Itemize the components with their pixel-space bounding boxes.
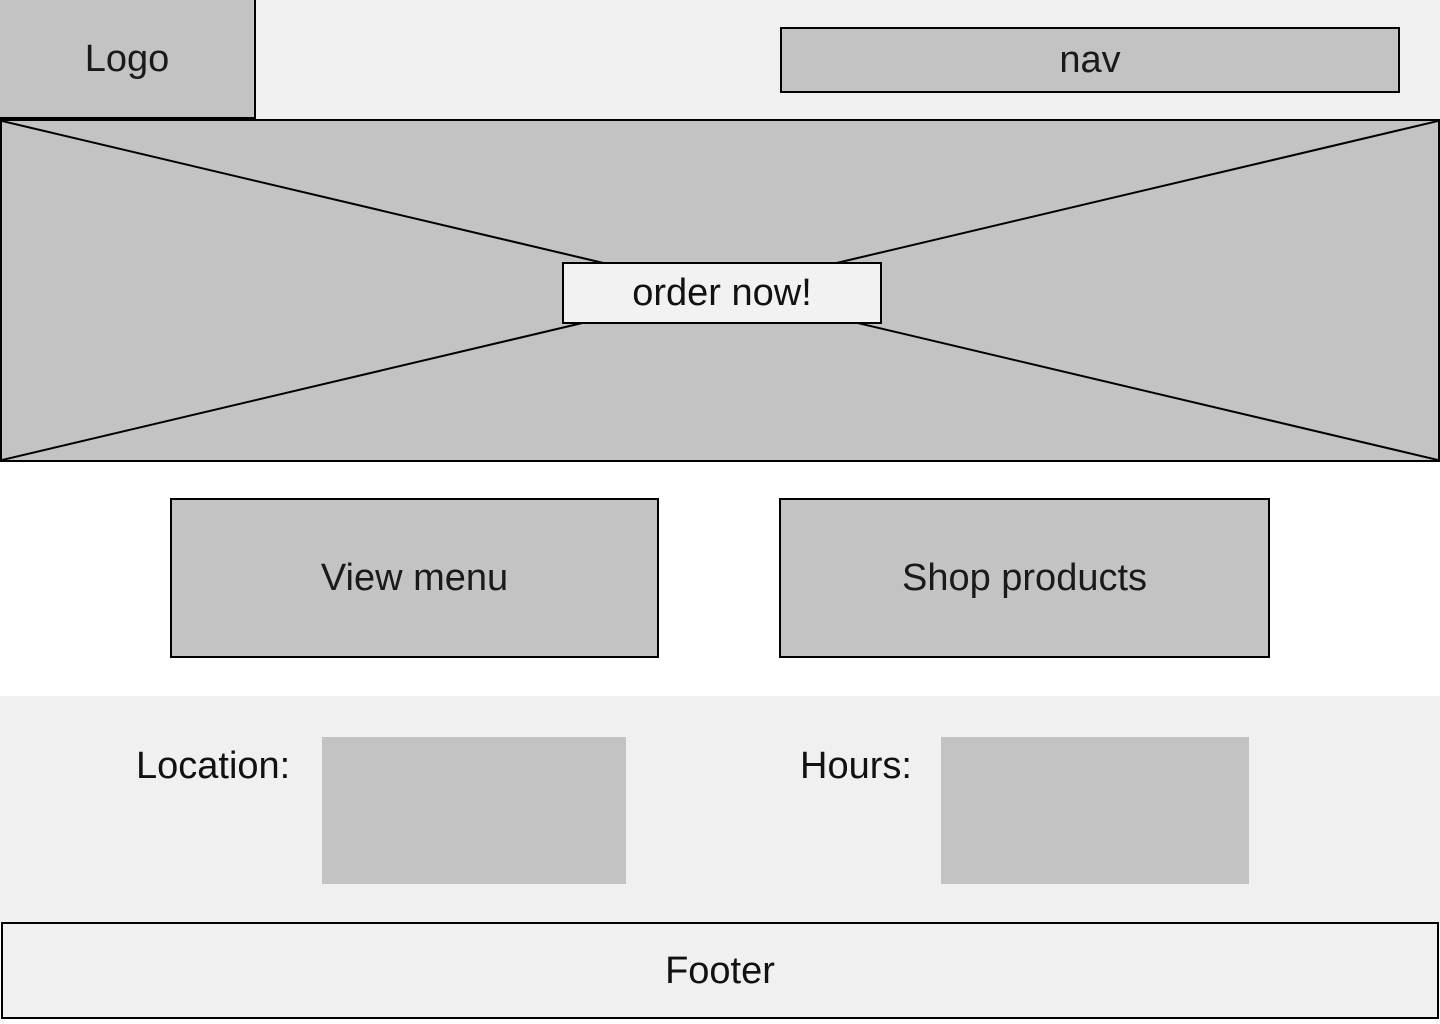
location-label: Location: <box>136 745 291 787</box>
shop-products-button[interactable]: Shop products <box>779 498 1270 658</box>
location-content-placeholder[interactable] <box>322 737 627 884</box>
logo-label: Logo <box>84 37 170 80</box>
cta-row: View menu Shop products <box>0 462 1440 696</box>
site-footer: Footer <box>1 922 1439 1019</box>
order-now-button[interactable]: order now! <box>562 262 882 324</box>
logo-placeholder[interactable]: Logo <box>0 0 256 119</box>
hours-content-placeholder[interactable] <box>940 737 1249 884</box>
view-menu-button[interactable]: View menu <box>170 498 659 658</box>
info-section: Location: Hours: <box>0 696 1440 923</box>
hours-group: Hours: <box>800 737 1249 884</box>
hours-label: Hours: <box>800 745 912 787</box>
view-menu-label: View menu <box>320 557 509 599</box>
nav-placeholder[interactable]: nav <box>780 27 1400 93</box>
nav-label: nav <box>1059 39 1121 81</box>
footer-label: Footer <box>665 949 775 992</box>
location-group: Location: <box>136 737 627 884</box>
shop-products-label: Shop products <box>901 557 1148 599</box>
hero-image-placeholder: order now! <box>0 119 1440 462</box>
order-now-label: order now! <box>632 272 812 314</box>
site-header: Logo nav <box>0 0 1440 120</box>
